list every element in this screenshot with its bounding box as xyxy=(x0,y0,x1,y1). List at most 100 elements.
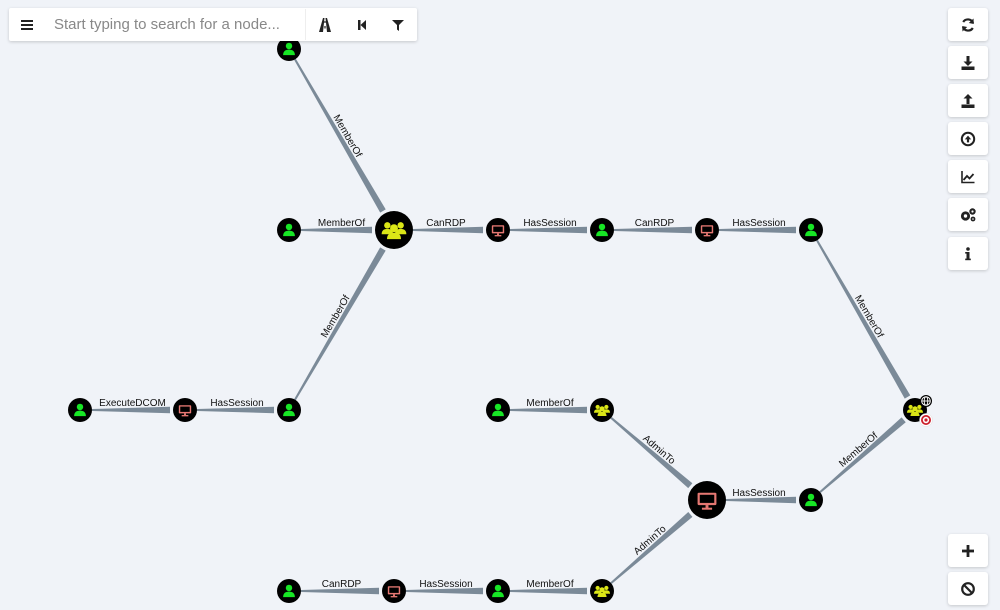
filter-icon xyxy=(392,19,405,31)
edge[interactable]: MemberOf xyxy=(510,398,587,414)
edge[interactable]: HasSession xyxy=(726,488,796,504)
edge[interactable]: HasSession xyxy=(197,398,274,414)
edge[interactable]: MemberOf xyxy=(294,58,386,213)
settings-button[interactable] xyxy=(948,198,988,231)
group-node[interactable] xyxy=(590,579,614,603)
edge-label: CanRDP xyxy=(322,579,362,590)
computer-icon xyxy=(491,225,505,237)
edge-label: MemberOf xyxy=(318,218,365,229)
pathfinding-button[interactable] xyxy=(306,8,343,41)
edge-line xyxy=(406,587,483,595)
edge[interactable]: MemberOf xyxy=(510,579,587,595)
user-icon xyxy=(283,403,295,417)
edge-line xyxy=(726,496,796,504)
edge-line xyxy=(301,587,379,595)
user-icon xyxy=(283,42,295,56)
area-chart-icon xyxy=(961,170,975,183)
group-node[interactable] xyxy=(590,398,614,422)
edge-label: MemberOf xyxy=(526,579,573,590)
upload-data-button[interactable] xyxy=(948,122,988,155)
edge-line xyxy=(413,226,483,234)
user-icon xyxy=(283,584,295,598)
edge[interactable]: HasSession xyxy=(510,218,587,234)
user-icon xyxy=(492,403,504,417)
gears-icon xyxy=(960,207,976,221)
target-icon xyxy=(919,413,933,427)
search-toolbar xyxy=(9,8,417,41)
computer-node[interactable] xyxy=(695,218,719,242)
edge[interactable]: MemberOf xyxy=(819,417,906,493)
menu-button[interactable] xyxy=(9,8,46,41)
edge[interactable]: ExecuteDCOM xyxy=(92,398,170,414)
computer-node[interactable] xyxy=(173,398,197,422)
edge[interactable]: AdminTo xyxy=(610,511,693,584)
group-icon xyxy=(906,404,924,417)
user-node[interactable] xyxy=(277,398,301,422)
edge[interactable]: CanRDP xyxy=(614,218,692,234)
computer-icon xyxy=(178,405,192,417)
computer-node[interactable] xyxy=(382,579,406,603)
user-icon xyxy=(283,223,295,237)
refresh-icon xyxy=(961,17,975,32)
group-node[interactable] xyxy=(903,395,933,427)
user-node[interactable] xyxy=(277,218,301,242)
computer-node[interactable] xyxy=(486,218,510,242)
edge[interactable]: MemberOf xyxy=(816,239,911,399)
zoom-reset-button[interactable] xyxy=(948,572,988,605)
zoom-in-button[interactable] xyxy=(948,534,988,567)
user-icon xyxy=(805,223,817,237)
user-node[interactable] xyxy=(277,37,301,61)
user-icon xyxy=(805,493,817,507)
filter-button[interactable] xyxy=(380,8,417,41)
plus-icon xyxy=(962,544,974,557)
user-node[interactable] xyxy=(277,579,301,603)
edge-line xyxy=(610,511,693,584)
edge-line xyxy=(819,417,906,493)
user-node[interactable] xyxy=(486,398,510,422)
import-button[interactable] xyxy=(948,84,988,117)
arrow-circle-up-icon xyxy=(960,131,976,146)
user-node[interactable] xyxy=(590,218,614,242)
queries-button[interactable] xyxy=(948,160,988,193)
about-button[interactable] xyxy=(948,237,988,270)
edge[interactable]: MemberOf xyxy=(294,247,386,401)
download-icon xyxy=(961,55,975,70)
edge[interactable]: CanRDP xyxy=(301,579,379,595)
edge[interactable]: MemberOf xyxy=(301,218,372,234)
user-node[interactable] xyxy=(486,579,510,603)
edge-line xyxy=(510,226,587,234)
user-node[interactable] xyxy=(799,488,823,512)
edge-line xyxy=(816,239,911,399)
edge-line xyxy=(719,226,796,234)
refresh-button[interactable] xyxy=(948,8,988,41)
user-icon xyxy=(492,584,504,598)
computer-icon xyxy=(387,586,401,598)
search-input[interactable] xyxy=(45,9,307,40)
user-node[interactable] xyxy=(68,398,92,422)
user-icon xyxy=(596,223,608,237)
group-node[interactable] xyxy=(375,211,413,249)
group-icon xyxy=(593,585,611,598)
edge[interactable]: HasSession xyxy=(406,579,483,595)
export-button[interactable] xyxy=(948,46,988,79)
edge-label: CanRDP xyxy=(635,218,675,229)
back-button[interactable] xyxy=(343,8,380,41)
edge[interactable]: CanRDP xyxy=(413,218,483,234)
edge-label: HasSession xyxy=(210,398,263,409)
edge-label: HasSession xyxy=(732,488,785,499)
user-node[interactable] xyxy=(799,218,823,242)
edge-label: MemberOf xyxy=(526,398,573,409)
edge[interactable]: HasSession xyxy=(719,218,796,234)
edge-label: HasSession xyxy=(732,218,785,229)
edge-line xyxy=(197,406,274,414)
upload-icon xyxy=(961,93,975,108)
edge-label: HasSession xyxy=(419,579,472,590)
nodes-layer xyxy=(68,37,933,603)
road-icon xyxy=(318,17,331,32)
computer-node[interactable] xyxy=(688,481,726,519)
edge[interactable]: AdminTo xyxy=(610,417,693,489)
globe-icon xyxy=(920,395,932,407)
step-backward-icon xyxy=(357,19,366,30)
